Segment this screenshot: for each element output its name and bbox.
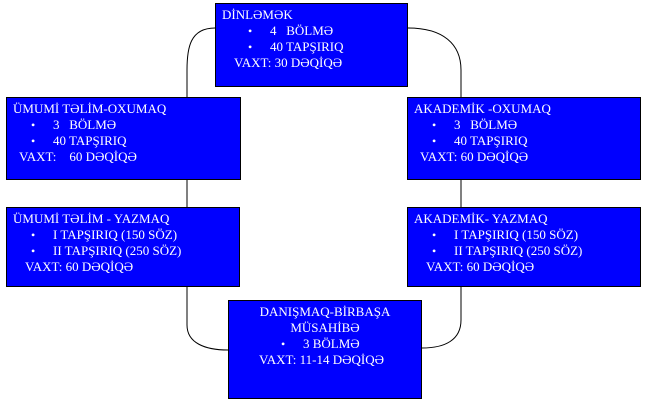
- academic-reading-list: 3 BÖLMƏ 40 TAPŞIRIQ: [414, 117, 634, 149]
- list-item: 3 BÖLMƏ: [31, 117, 234, 133]
- speaking-box: DANIŞMAQ-BİRBAŞA MÜSAHİBƏ 3 BÖLMƏ VAXT: …: [228, 300, 422, 399]
- general-writing-list: I TAPŞIRIQ (150 SÖZ) II TAPŞIRIQ (250 SÖ…: [13, 227, 233, 259]
- general-writing-title: ÜMUMİ TƏLİM - YAZMAQ: [13, 211, 170, 226]
- general-reading-box: ÜMUMİ TƏLİM-OXUMAQ 3 BÖLMƏ 40 TAPŞIRIQ V…: [6, 97, 241, 180]
- speaking-title-line2: MÜSAHİBƏ: [290, 320, 360, 335]
- speaking-time: VAXT: 11-14 DƏQİQƏ: [259, 352, 385, 367]
- academic-writing-title: AKADEMİK- YAZMAQ: [414, 211, 548, 226]
- speaking-title-line1: DANIŞMAQ-BİRBAŞA: [259, 304, 391, 319]
- academic-reading-box: AKADEMİK -OXUMAQ 3 BÖLMƏ 40 TAPŞIRIQ VAX…: [407, 97, 641, 180]
- list-item: 40 TAPŞIRIQ: [31, 133, 234, 149]
- academic-writing-list: I TAPŞIRIQ (150 SÖZ) II TAPŞIRIQ (250 SÖ…: [414, 227, 634, 259]
- academic-reading-time: VAXT: 60 DƏQİQƏ: [420, 149, 529, 164]
- list-item: II TAPŞIRIQ (250 SÖZ): [31, 243, 233, 259]
- list-item: II TAPŞIRIQ (250 SÖZ): [432, 243, 634, 259]
- academic-writing-time: VAXT: 60 DƏQİQƏ: [426, 259, 535, 274]
- academic-writing-box: AKADEMİK- YAZMAQ I TAPŞIRIQ (150 SÖZ) II…: [407, 207, 641, 287]
- list-item: 4 BÖLMƏ: [248, 23, 401, 39]
- connector-listening-to-academic-reading: [407, 27, 462, 97]
- connector-academic-writing-to-speaking: [421, 287, 462, 349]
- listening-title: DİNLƏMƏK: [222, 7, 293, 22]
- general-reading-list: 3 BÖLMƏ 40 TAPŞIRIQ: [13, 117, 234, 149]
- list-item: 3 BÖLMƏ: [432, 117, 634, 133]
- connector-general-writing-to-speaking: [186, 287, 229, 351]
- list-item: 40 TAPŞIRIQ: [432, 133, 634, 149]
- list-item: 3 BÖLMƏ: [281, 336, 415, 352]
- connector-listening-to-general-reading: [186, 27, 216, 97]
- general-reading-time: VAXT: 60 DƏQİQƏ: [19, 149, 137, 164]
- general-writing-time: VAXT: 60 DƏQİQƏ: [25, 259, 134, 274]
- list-item: I TAPŞIRIQ (150 SÖZ): [432, 227, 634, 243]
- listening-time: VAXT: 30 DƏQİQƏ: [234, 55, 343, 70]
- list-item: 40 TAPŞIRIQ: [248, 39, 401, 55]
- listening-list: 4 BÖLMƏ 40 TAPŞIRIQ: [222, 23, 401, 55]
- general-reading-title: ÜMUMİ TƏLİM-OXUMAQ: [13, 101, 167, 116]
- listening-box: DİNLƏMƏK 4 BÖLMƏ 40 TAPŞIRIQ VAXT: 30 DƏ…: [215, 3, 408, 87]
- general-writing-box: ÜMUMİ TƏLİM - YAZMAQ I TAPŞIRIQ (150 SÖZ…: [6, 207, 240, 287]
- list-item: I TAPŞIRIQ (150 SÖZ): [31, 227, 233, 243]
- academic-reading-title: AKADEMİK -OXUMAQ: [414, 101, 551, 116]
- speaking-list: 3 BÖLMƏ: [235, 336, 415, 352]
